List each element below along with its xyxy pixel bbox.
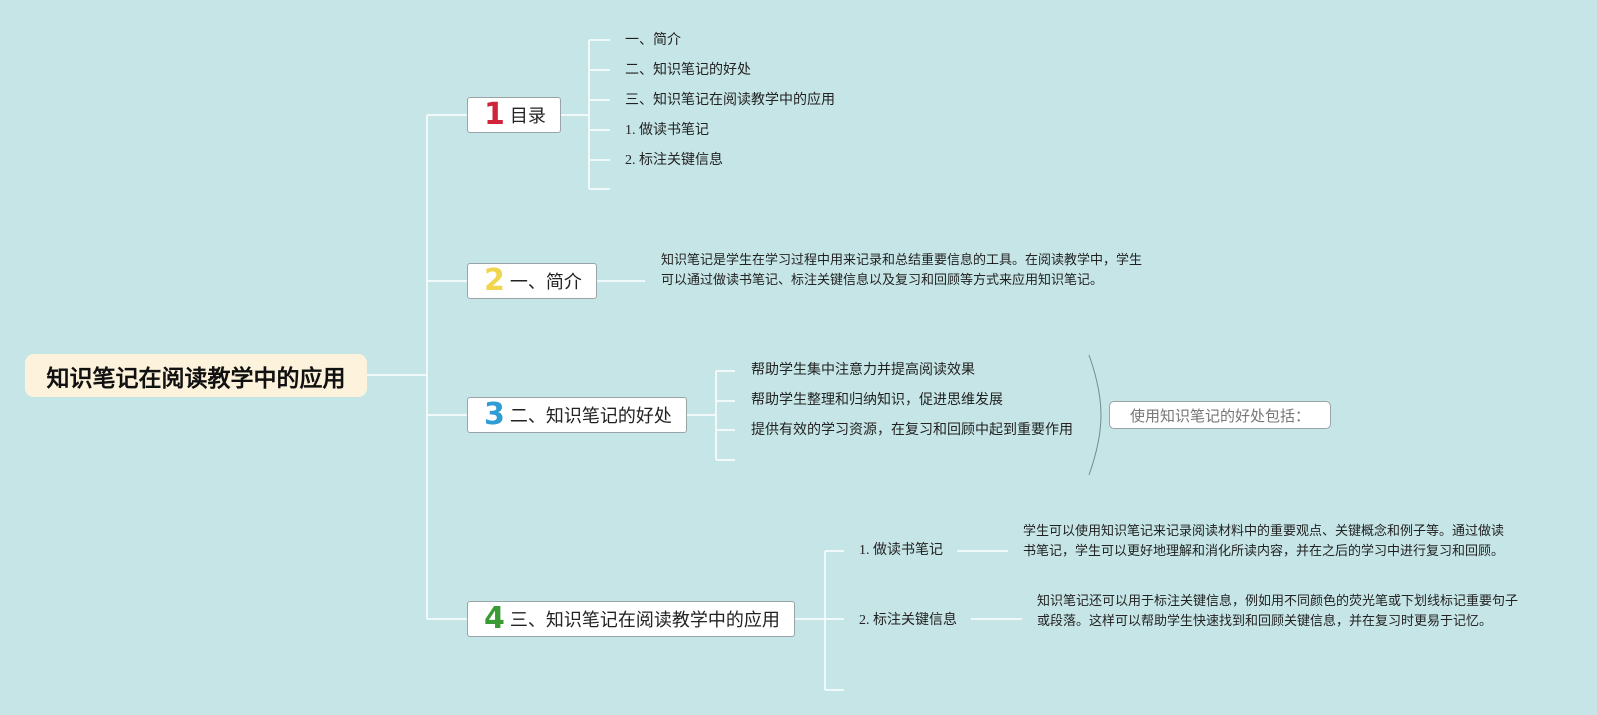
toc-item-benefits[interactable]: 二、知识笔记的好处 [625, 63, 751, 78]
toc-item-application[interactable]: 三、知识笔记在阅读教学中的应用 [625, 93, 835, 108]
branch-label-toc: 目录 [509, 106, 546, 127]
benefits-summary[interactable]: 使用知识笔记的好处包括： [1109, 401, 1331, 429]
branch-number-2: 2 [484, 263, 505, 298]
benefits-summary-label: 使用知识笔记的好处包括： [1129, 406, 1310, 425]
toc-item-reading-notes[interactable]: 1. 做读书笔记 [625, 123, 709, 138]
intro-text[interactable]: 知识笔记是学生在学习过程中用来记录和总结重要信息的工具。在阅读教学中，学生可以通… [661, 253, 1143, 288]
benefit-item-organize[interactable]: 帮助学生整理和归纳知识，促进思维发展 [751, 393, 1003, 408]
branch-benefits[interactable]: 3 二、知识笔记的好处 [467, 397, 687, 433]
branch-number-3: 3 [484, 397, 505, 432]
key-info-text[interactable]: 知识笔记还可以用于标注关键信息，例如用不同颜色的荧光笔或下划线标记重要句子或段落… [1037, 594, 1519, 629]
toc-item-intro[interactable]: 一、简介 [625, 33, 681, 48]
benefit-item-resource[interactable]: 提供有效的学习资源，在复习和回顾中起到重要作用 [751, 423, 1073, 438]
benefit-item-focus[interactable]: 帮助学生集中注意力并提高阅读效果 [751, 363, 975, 378]
branch-label-application: 三、知识笔记在阅读教学中的应用 [509, 610, 780, 631]
root-title: 知识笔记在阅读教学中的应用 [46, 365, 346, 392]
branch-number-1: 1 [484, 97, 505, 132]
branch-label-benefits: 二、知识笔记的好处 [509, 406, 672, 427]
root-topic[interactable]: 知识笔记在阅读教学中的应用 [25, 354, 367, 397]
toc-item-key-info[interactable]: 2. 标注关键信息 [625, 153, 723, 168]
branch-toc[interactable]: 1 目录 [467, 97, 561, 133]
branch-intro[interactable]: 2 一、简介 [467, 263, 597, 299]
application-sub-key-info[interactable]: 2. 标注关键信息 [859, 613, 957, 628]
application-sub-reading-notes[interactable]: 1. 做读书笔记 [859, 543, 943, 558]
branch-label-intro: 一、简介 [509, 272, 582, 293]
branch-number-4: 4 [484, 601, 505, 636]
branch-application[interactable]: 4 三、知识笔记在阅读教学中的应用 [467, 601, 795, 637]
reading-notes-text[interactable]: 学生可以使用知识笔记来记录阅读材料中的重要观点、关键概念和例子等。通过做读书笔记… [1023, 524, 1505, 559]
